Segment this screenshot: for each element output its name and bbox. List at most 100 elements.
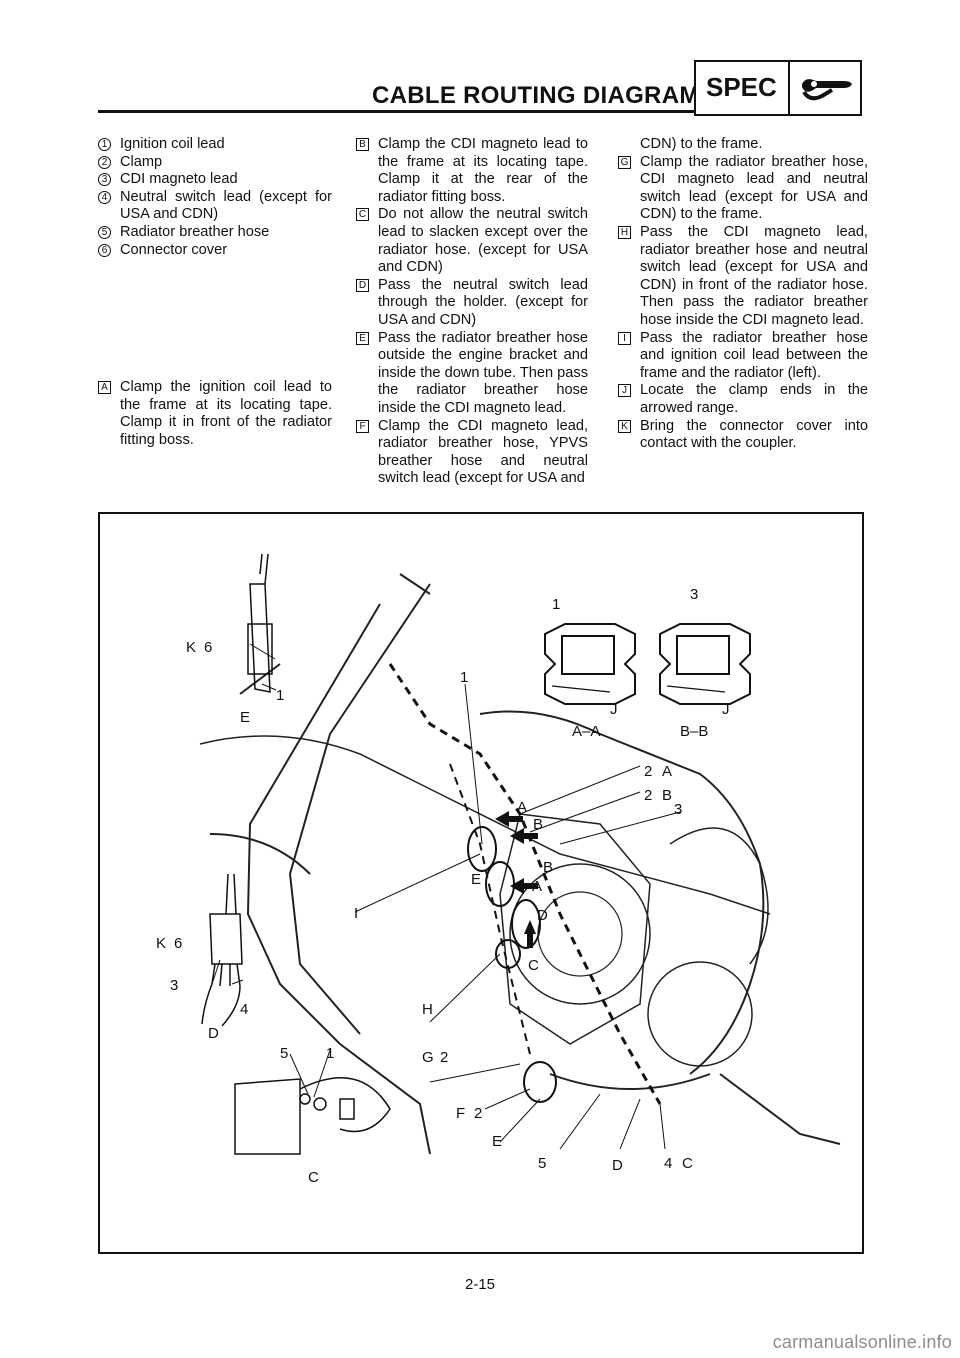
view-c-label: C xyxy=(308,1169,319,1186)
legend-marker: 2 xyxy=(98,155,111,169)
legend-text: Pass the radiator breather hose outside … xyxy=(378,329,588,416)
callout-j-bb: J xyxy=(722,701,730,718)
section-bb xyxy=(659,623,751,705)
callout-3-bb: 3 xyxy=(690,586,698,603)
legend-item: H Pass the CDI magneto lead, radiator bre… xyxy=(618,224,868,330)
callout-c-bottom: C xyxy=(682,1155,693,1172)
legend-item: K Bring the connector cover into contact … xyxy=(618,418,868,453)
callout-1-main: 1 xyxy=(460,669,468,686)
lettered-legend-3: G Clamp the radiator breather hose, CDI m… xyxy=(618,154,868,453)
legend-text: Clamp the CDI magneto lead, radiator bre… xyxy=(378,417,588,487)
direction-arrows xyxy=(495,811,538,948)
legend-text: Pass the neutral switch lead through the… xyxy=(378,276,588,328)
legend-column-2: B Clamp the CDI magneto lead to the frame… xyxy=(356,136,588,488)
legend-item: 6 Connector cover xyxy=(98,242,332,260)
page-title: CABLE ROUTING DIAGRAM xyxy=(372,82,700,109)
legend-marker: C xyxy=(356,208,369,222)
callout-2b-num: 2 xyxy=(644,787,652,804)
view-d-label: D xyxy=(208,1025,219,1042)
legend-text: Clamp the radiator breather hose, CDI ma… xyxy=(640,153,868,223)
callout-d-bottom: D xyxy=(612,1157,623,1174)
legend-column-3: CDN) to the frame. G Clamp the radiator b… xyxy=(618,136,868,453)
legend-marker: E xyxy=(356,331,369,345)
arrow-label-a2: A xyxy=(532,878,542,895)
legend-marker: 1 xyxy=(98,138,111,151)
callout-2b-letter: B xyxy=(662,787,672,804)
arrow-label-a1: A xyxy=(517,799,527,816)
legend-text: Do not allow the neutral switch lead to … xyxy=(378,206,588,276)
view-c-inset xyxy=(234,1077,391,1155)
legend-marker: 4 xyxy=(98,190,111,204)
cable-routing-figure: 1 3 A–A B–B J J 1 2 A 2 B 3 A B B A E D … xyxy=(98,512,864,1254)
callout-k-e: K xyxy=(186,639,196,656)
callout-1-e: 1 xyxy=(276,687,284,704)
callout-5-c: 5 xyxy=(280,1045,288,1062)
label-d-main: D xyxy=(537,907,548,924)
lettered-legend-2: B Clamp the CDI magneto lead to the frame… xyxy=(356,136,588,488)
callout-2a-letter: A xyxy=(662,763,672,780)
spec-badge: SPEC xyxy=(694,60,862,116)
legend-marker: K xyxy=(618,419,631,433)
legend-text: Locate the clamp ends in the arrowed ran… xyxy=(640,382,868,416)
callout-6-e: 6 xyxy=(204,639,212,656)
callout-1-c: 1 xyxy=(326,1045,334,1062)
column-gap xyxy=(98,259,332,379)
view-d-inset xyxy=(201,873,243,1027)
arrow-label-b1: B xyxy=(533,816,543,833)
wrench-icon xyxy=(802,79,852,101)
legend-text: Pass the CDI magneto lead, radiator brea… xyxy=(640,223,868,328)
legend-marker: 6 xyxy=(98,243,111,257)
callout-6-d: 6 xyxy=(174,935,182,952)
legend-item: C Do not allow the neutral switch lead to… xyxy=(356,206,588,276)
continuation-text: CDN) to the frame. xyxy=(640,136,763,152)
legend-text: Clamp the CDI magneto lead to the frame … xyxy=(378,136,588,205)
callout-1-aa: 1 xyxy=(552,596,560,613)
legend-item: G Clamp the radiator breather hose, CDI m… xyxy=(618,154,868,224)
callout-4-d: 4 xyxy=(240,1001,248,1018)
callout-5-bottom: 5 xyxy=(538,1155,546,1172)
legend-marker: F xyxy=(356,419,369,433)
callout-2a-num: 2 xyxy=(644,763,652,780)
legend-text: Clamp the ignition coil lead to the fram… xyxy=(120,379,332,448)
legend-text: Radiator breather hose xyxy=(120,223,270,240)
legend-item: E Pass the radiator breather hose outside… xyxy=(356,330,588,418)
callout-h: H xyxy=(422,1001,433,1018)
watermark: carmanualsonline.info xyxy=(772,1332,952,1352)
legend-marker: H xyxy=(618,225,631,239)
legend-marker: D xyxy=(356,278,369,292)
legend-marker: B xyxy=(356,138,369,151)
badge-divider xyxy=(788,62,790,114)
callout-j-aa: J xyxy=(610,701,618,718)
figure-labels: 1 3 A–A B–B J J 1 2 A 2 B 3 A B B A E D … xyxy=(156,586,730,1186)
leader-lines xyxy=(211,643,681,1150)
legend-item: A Clamp the ignition coil lead to the fra… xyxy=(98,379,332,449)
callout-g2: 2 xyxy=(440,1049,448,1066)
label-e-main: E xyxy=(471,871,481,888)
legend-marker: G xyxy=(618,155,631,169)
callout-3-main: 3 xyxy=(674,801,682,818)
legend-item: D Pass the neutral switch lead through th… xyxy=(356,277,588,330)
section-aa-label: A–A xyxy=(572,723,600,740)
callout-k-d: K xyxy=(156,935,166,952)
callout-i: I xyxy=(354,905,358,922)
view-e-inset xyxy=(247,553,273,693)
legend-marker: A xyxy=(98,381,111,395)
legend-text: Bring the connector cover into contact w… xyxy=(640,417,868,452)
section-aa xyxy=(544,623,636,705)
legend-text: Connector cover xyxy=(120,241,228,258)
legend-item: B Clamp the CDI magneto lead to the frame… xyxy=(356,136,588,206)
frame-drawing xyxy=(199,573,841,1155)
view-e-label: E xyxy=(240,709,250,726)
spec-label: SPEC xyxy=(706,72,777,102)
title-rule xyxy=(98,110,698,113)
callout-4-bottom: 4 xyxy=(664,1155,672,1172)
legend-text: Pass the radiator breather hose and igni… xyxy=(640,329,868,381)
callout-3-d: 3 xyxy=(170,977,178,994)
legend-item: F Clamp the CDI magneto lead, radiator br… xyxy=(356,418,588,488)
